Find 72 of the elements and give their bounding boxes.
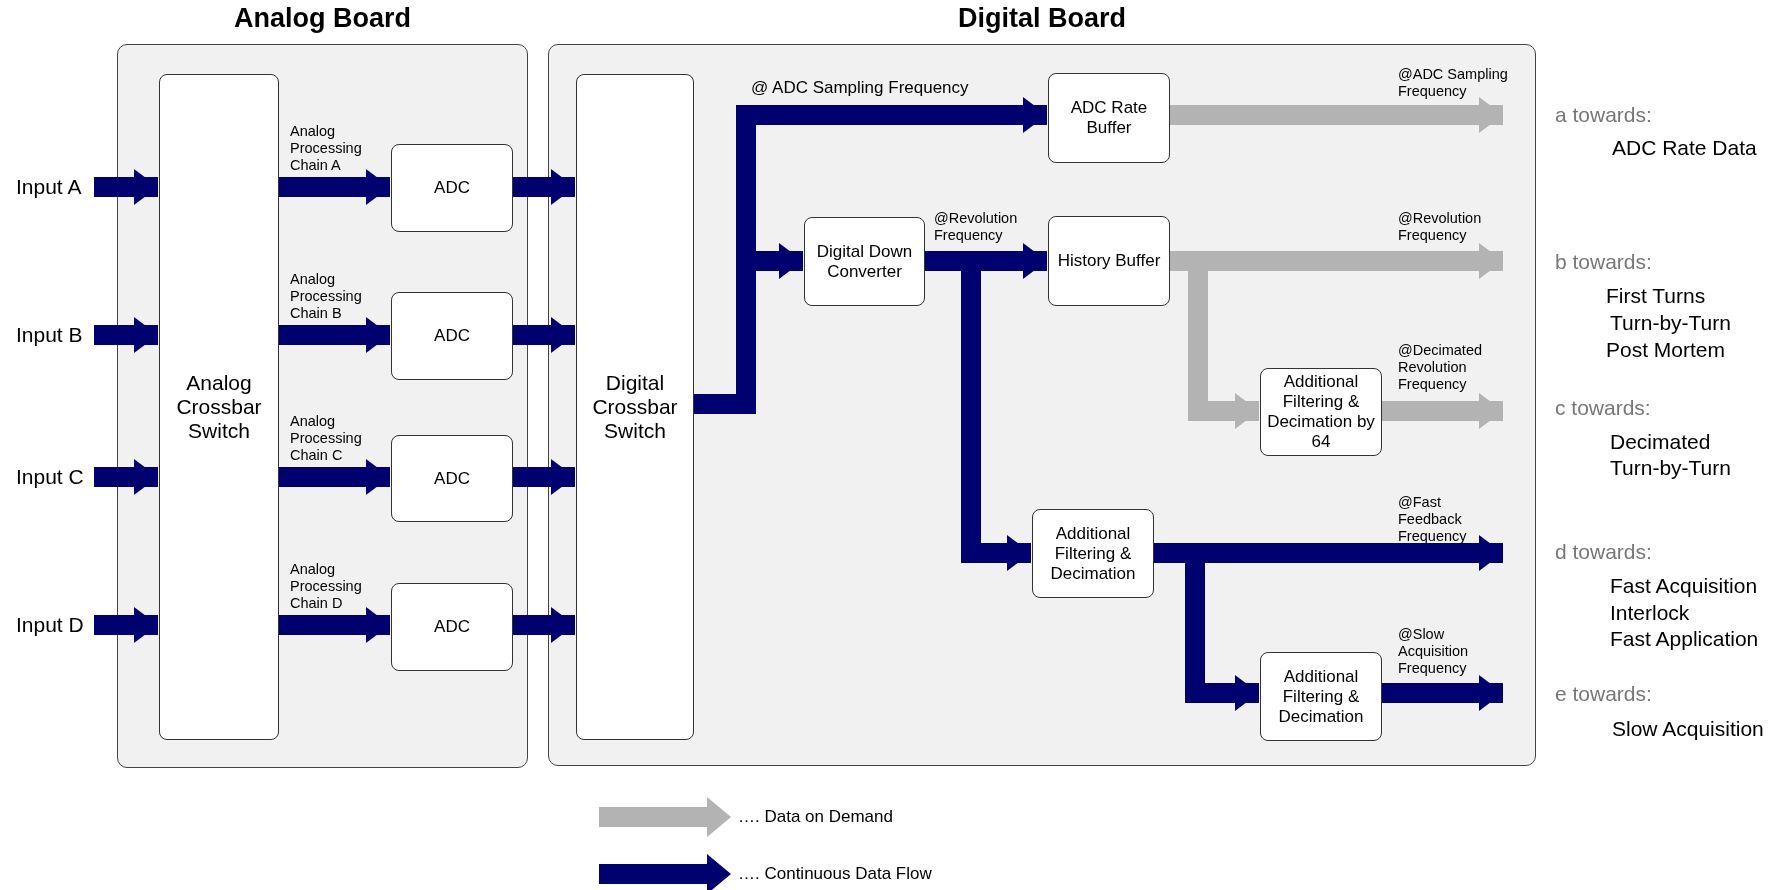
process-box <box>391 583 513 671</box>
box-label: ADC <box>434 468 470 489</box>
edge-label: @Decimated Revolution Frequency <box>1398 342 1484 393</box>
edge-label: @Slow Acquisition Frequency <box>1398 626 1470 677</box>
arrow <box>1169 97 1503 133</box>
switch-box <box>576 74 694 740</box>
edge-label: Analog Processing Chain D <box>290 561 363 612</box>
legend-label: …. Data on Demand <box>738 807 893 827</box>
arrow <box>1381 393 1503 429</box>
arrow <box>512 317 575 353</box>
box-label: ADC <box>434 178 470 198</box>
arrow <box>94 317 158 353</box>
box-label: Digital Down Converter <box>815 241 914 282</box>
process-box <box>391 292 513 380</box>
edge-label: @ADC Sampling Frequency <box>1398 66 1508 100</box>
destination-heading: e towards: <box>1555 681 1652 707</box>
process-box <box>1260 652 1382 741</box>
input-label: Input A <box>16 175 82 199</box>
process-box <box>1048 73 1170 163</box>
arrow <box>278 607 390 643</box>
box-label: Additional Filtering & Decimation by 64 <box>1266 372 1376 452</box>
box-label: Additional Filtering & Decimation <box>1049 523 1137 584</box>
destination-label: Turn-by-Turn <box>1610 310 1731 336</box>
box-label: ADC <box>434 617 470 637</box>
edge-label: @Revolution Frequency <box>934 210 1019 244</box>
box-label: Analog Crossbar Switch <box>175 371 263 443</box>
process-box <box>1260 368 1382 456</box>
destination-label: Post Mortem <box>1606 337 1726 363</box>
process-box <box>1048 216 1170 306</box>
destination-label: Fast Acquisition <box>1610 573 1758 599</box>
destination-heading: b towards: <box>1555 249 1652 275</box>
destination-label: ADC Rate Data <box>1612 135 1757 161</box>
arrow <box>94 459 158 495</box>
arrow <box>512 607 575 643</box>
destination-label: Slow Acquisition <box>1612 716 1764 742</box>
box-label: History Buffer <box>1057 251 1161 271</box>
destination-label: Interlock <box>1610 600 1690 626</box>
process-box <box>391 144 513 232</box>
arrow <box>94 169 158 205</box>
box-label: Additional Filtering & Decimation <box>1277 666 1365 727</box>
destination-label: Decimated Turn-by-Turn <box>1610 429 1732 481</box>
arrow <box>1381 675 1503 711</box>
arrow <box>94 607 158 643</box>
arrow <box>512 169 575 205</box>
input-label: Input B <box>16 323 83 347</box>
legend-label: …. Continuous Data Flow <box>738 864 932 884</box>
arrow <box>278 317 390 353</box>
process-box <box>804 217 925 306</box>
input-label: Input D <box>16 613 84 637</box>
edge-label: @Fast Feedback Frequency <box>1398 494 1468 545</box>
arrow <box>278 169 390 205</box>
board-heading: Analog Board <box>233 3 412 34</box>
destination-heading: c towards: <box>1555 395 1651 421</box>
edge-label: Analog Processing Chain B <box>290 271 363 322</box>
destination-label: First Turns <box>1606 283 1706 309</box>
switch-box <box>159 74 279 740</box>
arrow <box>278 459 390 495</box>
destination-heading: a towards: <box>1555 102 1652 128</box>
destination-label: Fast Application <box>1610 626 1759 652</box>
process-box <box>1032 509 1154 598</box>
destination-heading: d towards: <box>1555 539 1652 565</box>
arrow <box>512 459 575 495</box>
edge-label: Analog Processing Chain C <box>290 413 363 464</box>
input-label: Input C <box>16 465 84 489</box>
edge-label: Analog Processing Chain A <box>290 123 363 174</box>
process-box <box>391 435 513 522</box>
board-heading: Digital Board <box>957 3 1127 34</box>
box-label: ADC Rate Buffer <box>1069 98 1149 138</box>
edge-label: @Revolution Frequency <box>1398 210 1483 244</box>
box-label: Digital Crossbar Switch <box>591 371 679 443</box>
edge-label: @ ADC Sampling Frequency <box>751 79 970 96</box>
box-label: ADC <box>434 326 470 346</box>
